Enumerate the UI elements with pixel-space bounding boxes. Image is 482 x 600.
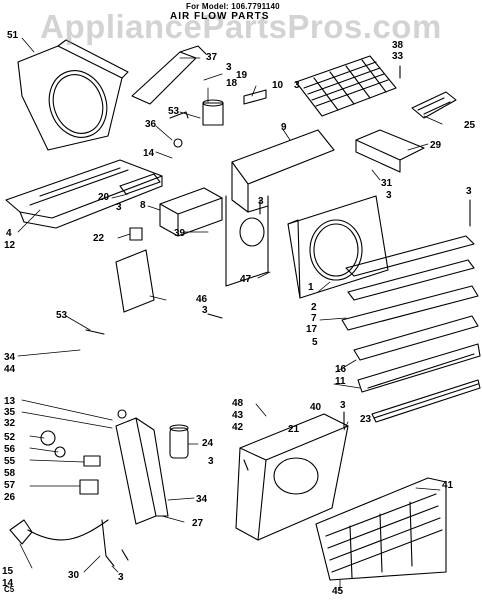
- callout-3[interactable]: 3: [294, 80, 300, 91]
- callout-55[interactable]: 55: [4, 456, 16, 467]
- callout-23[interactable]: 23: [360, 414, 372, 425]
- callout-20[interactable]: 20: [98, 192, 110, 203]
- callout-56[interactable]: 56: [4, 444, 16, 455]
- callout-52[interactable]: 52: [4, 432, 16, 443]
- callout-19[interactable]: 19: [236, 70, 248, 81]
- callout-37[interactable]: 37: [206, 52, 218, 63]
- callout-3[interactable]: 3: [466, 186, 472, 197]
- callout-11[interactable]: 11: [335, 376, 346, 387]
- blower-scroll: [287, 195, 389, 299]
- callout-58[interactable]: 58: [4, 468, 16, 479]
- callout-3[interactable]: 3: [226, 62, 232, 73]
- callout-1[interactable]: 1: [308, 282, 314, 293]
- callout-35[interactable]: 35: [4, 407, 16, 418]
- callout-34[interactable]: 34: [196, 494, 208, 505]
- callout-7[interactable]: 7: [311, 313, 317, 324]
- callout-38[interactable]: 38: [392, 40, 404, 51]
- callout-3[interactable]: 3: [258, 196, 264, 207]
- callout-8[interactable]: 8: [140, 200, 146, 211]
- front-grille: [295, 55, 397, 117]
- fan-shroud: [17, 39, 129, 151]
- callout-22[interactable]: 22: [93, 233, 105, 244]
- footer-code: C5: [4, 585, 15, 594]
- callout-3[interactable]: 3: [118, 572, 124, 583]
- model-number: For Model: 106.7791140: [186, 2, 280, 11]
- callout-14[interactable]: 14: [143, 148, 155, 159]
- callout-57[interactable]: 57: [4, 480, 16, 491]
- callout-53[interactable]: 53: [56, 310, 68, 321]
- callout-10[interactable]: 10: [272, 80, 284, 91]
- partition-panel: [225, 129, 335, 287]
- callout-34[interactable]: 34: [4, 352, 16, 363]
- callout-44[interactable]: 44: [4, 364, 16, 375]
- callout-2[interactable]: 2: [311, 302, 317, 313]
- callout-18[interactable]: 18: [226, 78, 238, 89]
- callout-29[interactable]: 29: [430, 140, 442, 151]
- callout-41[interactable]: 41: [442, 480, 454, 491]
- callout-9[interactable]: 9: [281, 122, 287, 133]
- control-knob-assembly: [411, 91, 457, 119]
- air-filters: [353, 315, 481, 423]
- capacitor: [169, 424, 189, 459]
- power-cord: [9, 519, 115, 567]
- callout-53[interactable]: 53: [168, 106, 180, 117]
- base-pan: [5, 159, 163, 229]
- callout-26[interactable]: 26: [4, 492, 16, 503]
- callout-12[interactable]: 12: [4, 240, 16, 251]
- callout-24[interactable]: 24: [202, 438, 214, 449]
- control-panel: [115, 409, 169, 525]
- callout-46[interactable]: 46: [196, 294, 208, 305]
- callout-48[interactable]: 48: [232, 398, 244, 409]
- filter-frame-top: [341, 235, 479, 331]
- callout-13[interactable]: 13: [4, 396, 16, 407]
- callout-14[interactable]: 14: [2, 578, 14, 589]
- front-frame: [235, 413, 349, 541]
- callout-36[interactable]: 36: [145, 119, 157, 130]
- callout-33[interactable]: 33: [392, 51, 404, 62]
- motor-clamp: [169, 89, 267, 148]
- callout-30[interactable]: 30: [68, 570, 80, 581]
- leader-lines: [17, 37, 443, 591]
- switch-components: [40, 430, 101, 495]
- callout-39[interactable]: 39: [174, 228, 186, 239]
- callout-21[interactable]: 21: [288, 424, 300, 435]
- callout-17[interactable]: 17: [306, 324, 318, 335]
- callout-43[interactable]: 43: [232, 410, 244, 421]
- callout-15[interactable]: 15: [2, 566, 14, 577]
- callout-32[interactable]: 32: [4, 418, 16, 429]
- callout-4[interactable]: 4: [6, 228, 12, 239]
- callout-5[interactable]: 5: [312, 337, 318, 348]
- diagram-title: AIR FLOW PARTS: [170, 11, 270, 22]
- screws: [85, 65, 471, 561]
- callout-16[interactable]: 16: [335, 364, 347, 375]
- callout-31[interactable]: 31: [381, 178, 393, 189]
- callout-51[interactable]: 51: [7, 30, 19, 41]
- callout-3[interactable]: 3: [386, 190, 392, 201]
- side-panel: [115, 249, 155, 313]
- callout-45[interactable]: 45: [332, 586, 344, 597]
- control-bracket: [355, 129, 425, 173]
- callout-25[interactable]: 25: [464, 120, 476, 131]
- heater-box: [159, 187, 223, 237]
- callout-42[interactable]: 42: [232, 422, 244, 433]
- callout-27[interactable]: 27: [192, 518, 204, 529]
- motor-bracket: [131, 45, 207, 105]
- callout-40[interactable]: 40: [310, 402, 322, 413]
- callout-3[interactable]: 3: [116, 202, 122, 213]
- coil-guard: [315, 477, 447, 581]
- callout-3[interactable]: 3: [340, 400, 346, 411]
- callout-3[interactable]: 3: [208, 456, 214, 467]
- callout-47[interactable]: 47: [240, 274, 252, 285]
- callout-3[interactable]: 3: [202, 305, 208, 316]
